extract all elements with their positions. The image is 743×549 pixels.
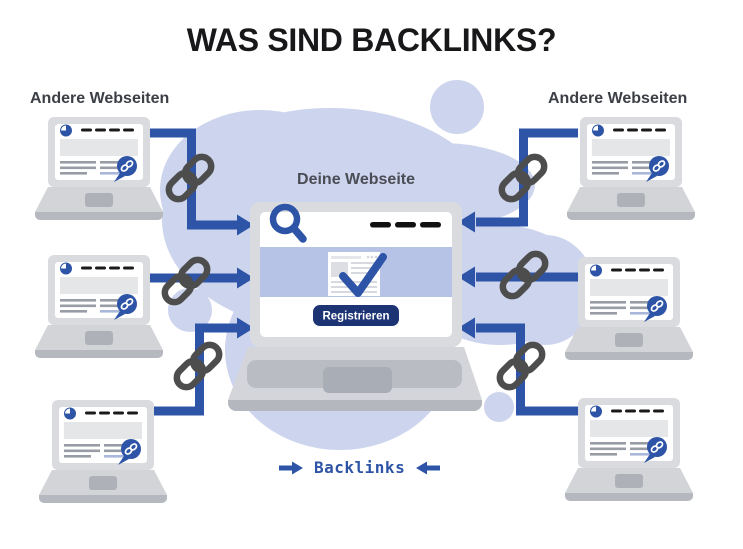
other-website-laptop-right-1 (566, 116, 696, 221)
label-other-websites-right: Andere Webseiten (548, 90, 688, 107)
other-website-laptop-right-3 (564, 397, 694, 502)
backlinks-caption: Backlinks (279, 458, 441, 477)
chain-link-icon (496, 341, 546, 391)
register-button: Registrieren (313, 305, 399, 326)
your-website-laptop: Registrieren (228, 202, 482, 411)
register-button-label: Registrieren (322, 311, 389, 323)
label-your-website: Deine Webseite (297, 171, 415, 188)
label-other-websites-left: Andere Webseiten (30, 90, 170, 107)
arrow-right-icon (279, 461, 303, 474)
other-website-laptop-right-2 (564, 256, 694, 361)
blob-circle-bottom (484, 392, 514, 422)
backlink-arrowheads (237, 211, 475, 339)
page-title: WAS SIND BACKLINKS? (186, 22, 557, 58)
checkmark-icon (339, 253, 387, 297)
other-website-laptop-left-2 (34, 254, 164, 359)
arrow-left-icon (416, 461, 441, 474)
blob-circle-top (430, 80, 484, 134)
search-icon (269, 203, 307, 243)
other-website-laptop-left-3 (38, 399, 168, 504)
menu-dashes (370, 222, 441, 228)
backlinks-label: Backlinks (314, 458, 406, 477)
chain-link-icon (173, 341, 223, 391)
other-website-laptop-left-1 (34, 116, 164, 221)
